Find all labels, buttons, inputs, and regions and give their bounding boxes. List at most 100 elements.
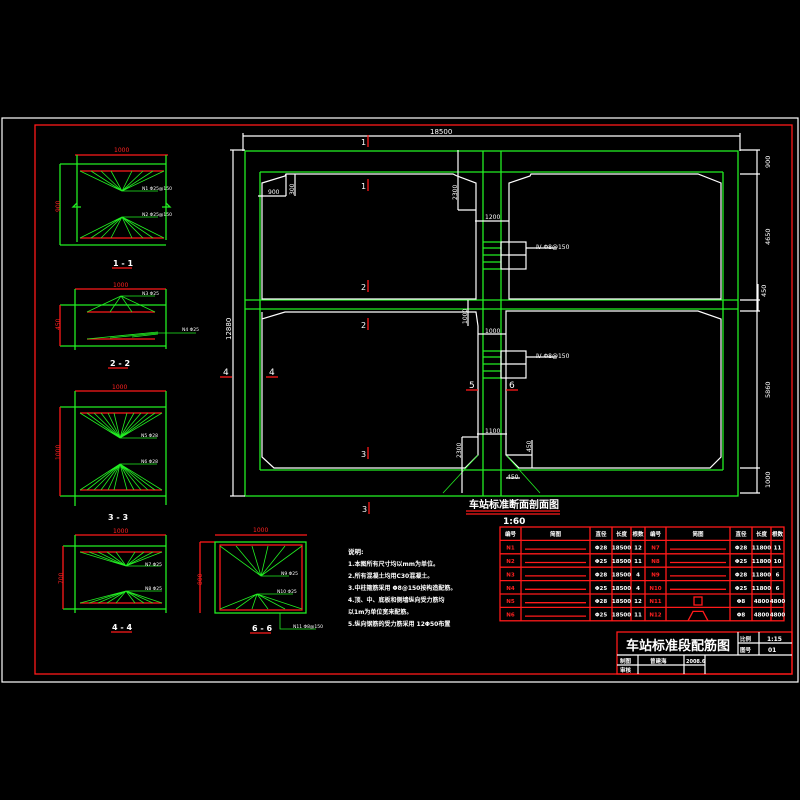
detail-4-4-width: 1000 [113,528,128,535]
section-mark-4a: 4 [223,368,229,378]
section-mark-2b: 2 [361,321,366,330]
detail-6-6-label: 6 - 6 [252,624,272,633]
table-header: 直径 [595,530,607,538]
table-cell: 11 [634,559,642,565]
main-section-title: 车站标准断面剖面图 [469,498,559,511]
main-section-scale: 1:60 [503,517,525,527]
dim-top-slab: 900 [764,156,772,168]
detail-1-1-top-tag: N1 Φ25@150 [142,186,172,192]
sheet-value: 01 [768,647,776,654]
detail-2-2-label: 2 - 2 [110,359,130,368]
table-header: 根数 [632,530,644,538]
table-cell: Φ8 [737,613,746,619]
table-bar-id: N11 [649,599,661,605]
detail-6-6-side-tag: N11 Φ8@150 [293,624,323,630]
table-header: 长度 [756,530,768,538]
table-cell: 18500 [612,613,631,619]
dim-bot-haunch-h: 450 [526,440,533,452]
notes-line: 5.纵向钢筋的受力筋采用 12Φ50布置 [348,620,450,628]
table-bar-id: N10 [649,586,661,592]
table-bar-id: N6 [506,613,515,619]
table-cell: 4800 [770,613,785,619]
bent-bar-shape-icon [687,610,709,622]
dim-bottom-slab: 1000 [764,471,772,488]
table-cell: 10 [774,559,782,565]
detail-3-3-bot-tag: N6 Φ28 [141,459,158,465]
table-header: 编号 [650,530,662,538]
section-mark-6: 6 [509,381,515,391]
table-cell: Φ28 [735,572,748,578]
dim-haunch-h: 300 [289,183,296,195]
table-cell: Φ28 [595,599,608,605]
table-bar-id: N2 [506,559,515,565]
detail-4-4-top-tag: N7 Φ25 [145,562,162,568]
drawn-by: 曾建海 [650,657,667,665]
table-bar-id: N1 [506,546,515,552]
notes-block: 说明: 1.本图所有尺寸均以mm为单位。 2.所有混凝土均用C30混凝土。 3.… [348,547,456,628]
detail-2-2-top-tag: N3 Φ25 [142,291,159,297]
detail-3-3 [59,390,167,506]
table-bar-id: N9 [651,572,660,578]
table-cell: Φ25 [735,559,748,565]
section-mark-1a: 1 [361,138,366,147]
table-cell: 11800 [752,546,771,552]
notes-heading: 说明: [348,547,364,556]
notes-line: 2.所有混凝土均用C30混凝土。 [348,572,433,580]
upper-right-void [508,173,722,300]
detail-1-1-height: 900 [55,200,62,212]
table-cell: Φ25 [735,586,748,592]
table-bar-id: N8 [651,559,660,565]
dim-total-width: 18500 [430,128,452,136]
table-cell: Φ25 [595,559,608,565]
table-cell: 4800 [754,613,769,619]
table-cell: Φ28 [735,546,748,552]
notes-line: 以1m为单位宽来配筋。 [348,608,412,616]
upper-left-void [261,173,477,300]
table-cell: Φ8 [737,599,746,605]
table-border [499,526,785,622]
scale-label: 比例 [740,635,752,643]
detail-6-6-width: 1000 [253,527,268,534]
detail-1-1-label: 1 - 1 [113,259,133,268]
table-cell: Φ25 [595,586,608,592]
table-cell: 18500 [612,586,631,592]
detail-6-6-bot-tag: N10 Φ25 [277,589,297,595]
drawn-label: 制图 [620,657,632,665]
table-header: 编号 [505,530,517,538]
dim-col-mid-w: 1000 [485,328,500,335]
detail-1-1 [59,154,172,246]
table-cell: 6 [776,586,780,592]
dim-col-top-w: 1200 [485,214,500,221]
dim-lower-clear: 5860 [764,381,772,398]
table-cell: 11 [774,546,782,552]
detail-3-3-top-tag: N5 Φ28 [141,433,158,439]
table-cell: 11 [634,613,642,619]
dim-col-bot-w: 1100 [485,428,500,435]
detail-1-1-bot-tag: N2 Φ25@150 [142,212,172,218]
table-bar-id: N4 [506,586,515,592]
section-mark-2a: 2 [361,283,366,292]
table-cell: 4 [636,586,640,592]
detail-4-4-bot-tag: N8 Φ25 [145,586,162,592]
table-cell: 11800 [752,586,771,592]
dim-mid-slab: 450 [760,285,768,297]
dim-bot-haunch-w: 450 [507,474,519,481]
detail-2-2 [59,288,196,350]
table-cell: Φ28 [595,572,608,578]
section-mark-3a: 3 [361,450,366,459]
drawing-title: 车站标准段配筋图 [626,638,730,654]
table-cell: 12 [634,546,642,552]
dim-col-mid-h: 1000 [462,309,469,324]
table-bar-id: N7 [651,546,660,552]
notes-line: 4.顶、中、底板和侧墙纵向受力筋均 [348,596,444,604]
scale-value: 1:15 [767,636,782,643]
table-header: 长度 [616,530,628,538]
callout-upper: Ⅳ Φ8@150 [536,244,570,251]
dim-col-bot-h: 2300 [456,443,463,458]
table-cell: 11800 [752,559,771,565]
dim-total-height: 12880 [225,318,233,340]
section-mark-3b: 3 [362,505,367,514]
table-bar-id: N3 [506,572,515,578]
